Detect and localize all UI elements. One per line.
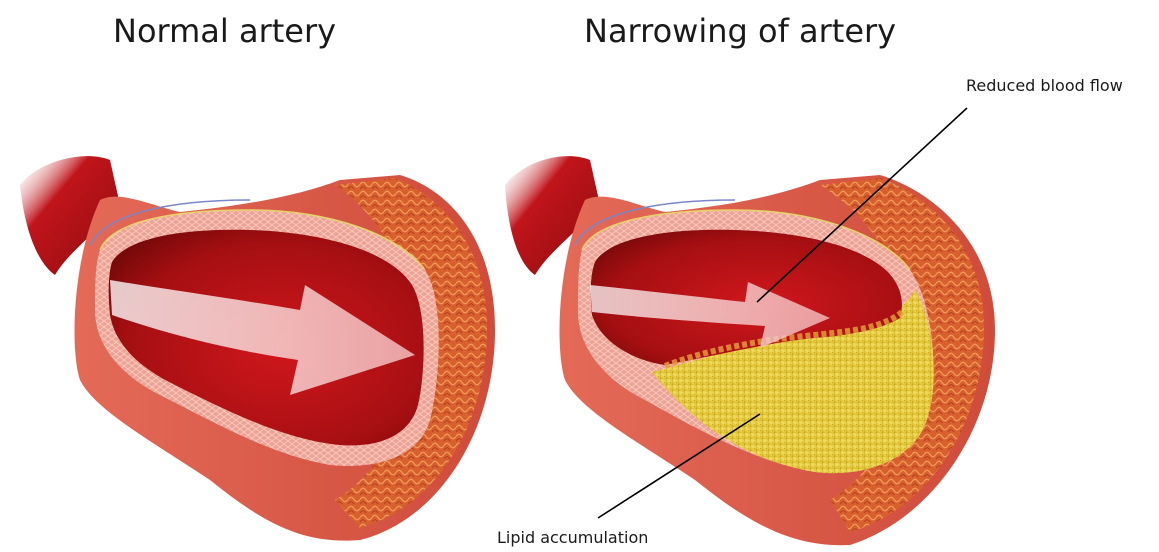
narrowed-artery-title: Narrowing of artery bbox=[584, 12, 896, 50]
normal-artery-title: Normal artery bbox=[113, 12, 336, 50]
reduced-flow-label: Reduced blood flow bbox=[966, 76, 1123, 95]
lipid-accumulation-label: Lipid accumulation bbox=[497, 528, 648, 547]
narrowed-artery bbox=[505, 156, 995, 545]
normal-artery bbox=[20, 156, 495, 540]
